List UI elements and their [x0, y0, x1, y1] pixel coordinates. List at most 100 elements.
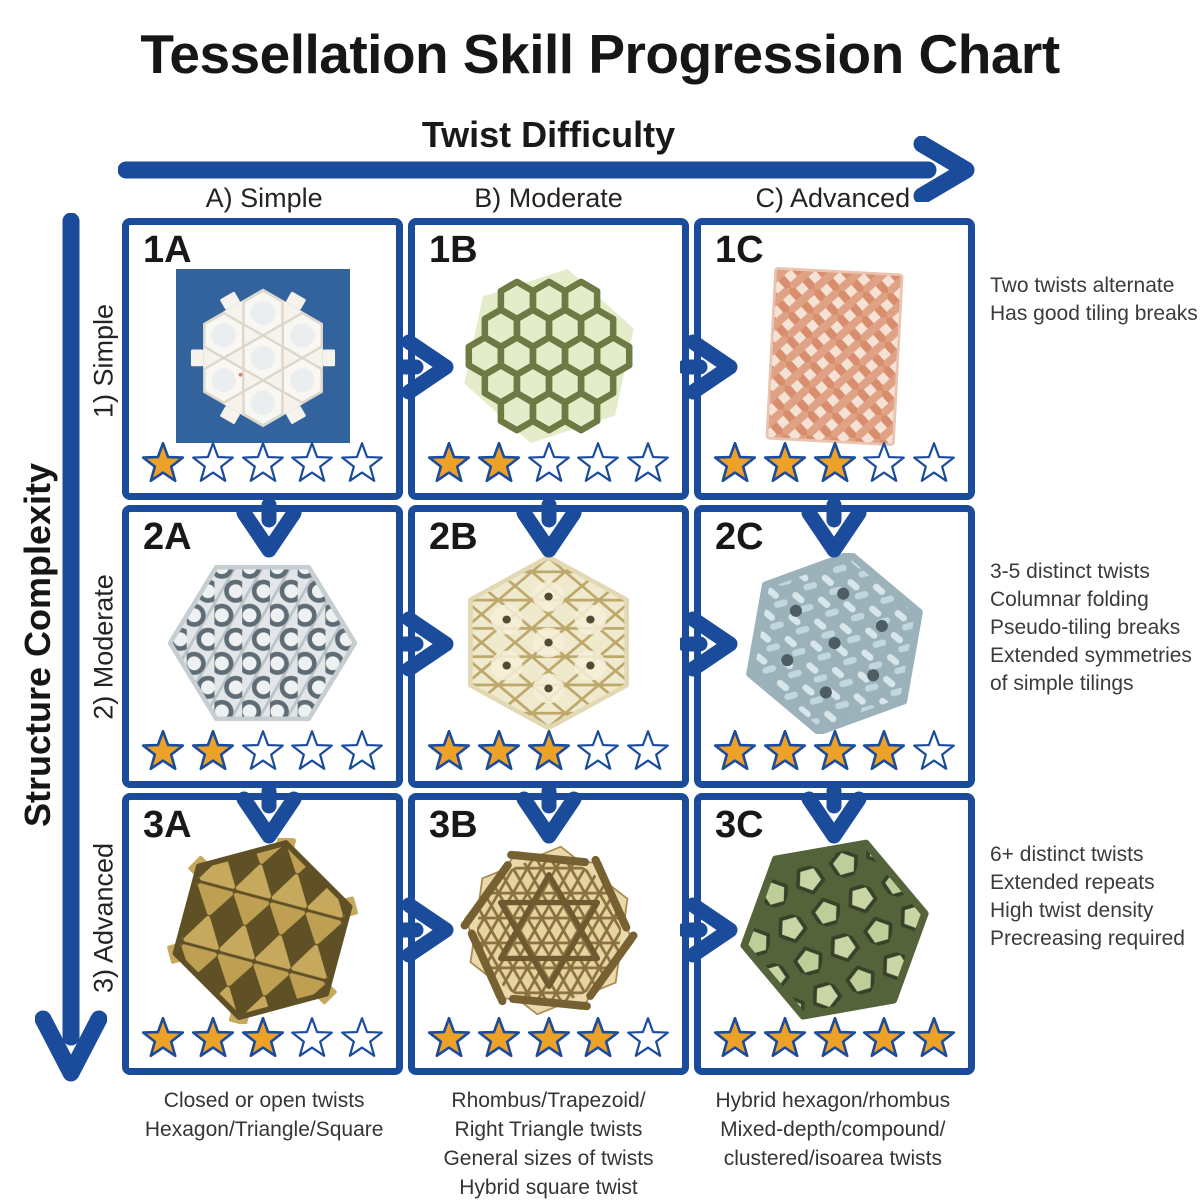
y-axis-title: Structure Complexity [17, 462, 58, 828]
star-filled-icon [527, 1016, 570, 1058]
star-empty-icon [341, 442, 383, 483]
flow-arrow-right-icon [393, 332, 458, 407]
y-axis-arrow-icon [35, 213, 107, 1082]
tessellation-image-1c [765, 266, 904, 446]
star-empty-icon [241, 442, 284, 483]
tessellation-image-2a [167, 565, 357, 722]
star-filled-icon [191, 729, 234, 770]
star-rating-3c [711, 1015, 958, 1063]
page-title: Tessellation Skill Progression Chart [140, 23, 1060, 85]
star-filled-icon [427, 729, 471, 770]
column-label-a: A) Simple [205, 183, 323, 213]
star-filled-icon [141, 1016, 185, 1058]
star-filled-icon [863, 729, 906, 770]
star-filled-icon [477, 729, 520, 770]
star-empty-icon [913, 442, 955, 483]
flow-arrow-right-icon [393, 895, 458, 970]
star-rating-1a [139, 440, 386, 488]
cell-1c: 1C [694, 218, 975, 501]
flow-arrow-right-icon [393, 609, 458, 684]
star-filled-icon [141, 729, 185, 770]
column-labels: A) Simple B) Moderate C) Advanced [122, 183, 975, 214]
flow-arrow-down-icon [799, 497, 869, 567]
star-filled-icon [813, 729, 856, 770]
column-note-c: Hybrid hexagon/rhombus Mixed-depth/compo… [715, 1089, 951, 1170]
star-empty-icon [341, 729, 383, 770]
star-filled-icon [427, 442, 471, 483]
flow-arrow-right-icon [677, 332, 742, 407]
cell-label: 2A [143, 516, 192, 559]
cell-label: 3A [143, 803, 192, 846]
star-empty-icon [527, 442, 570, 483]
cell-label: 2C [715, 516, 764, 559]
x-axis-title: Twist Difficulty [421, 114, 676, 155]
star-filled-icon [912, 1016, 956, 1058]
cell-label: 1C [715, 229, 764, 271]
star-rating-3b [425, 1015, 672, 1063]
star-filled-icon [713, 729, 757, 770]
star-empty-icon [627, 1017, 669, 1057]
cell-label: 3B [429, 803, 478, 846]
cell-label: 2B [429, 516, 478, 559]
star-rating-1b [425, 440, 672, 488]
flow-arrow-down-icon [234, 497, 304, 567]
cell-label: 1A [143, 229, 192, 271]
cell-1b: 1B [408, 218, 689, 501]
column-label-c: C) Advanced [755, 183, 911, 213]
star-filled-icon [477, 442, 520, 483]
star-rating-2c [711, 728, 958, 776]
cell-1a: 1A [122, 218, 403, 501]
x-axis-arrow-icon [118, 136, 975, 202]
star-rating-1c [711, 440, 958, 488]
cell-3b: 3B [408, 792, 689, 1075]
flow-arrow-down-icon [234, 783, 304, 853]
column-label-b: B) Moderate [474, 183, 623, 213]
star-empty-icon [627, 729, 669, 770]
row-label-2: 2) Moderate [88, 574, 119, 720]
star-filled-icon [577, 1016, 620, 1058]
flow-arrow-right-icon [677, 609, 742, 684]
star-filled-icon [763, 442, 806, 483]
row-note-1: Two twists alternate Has good tiling bre… [990, 274, 1198, 325]
star-empty-icon [291, 1017, 334, 1057]
star-empty-icon [913, 729, 955, 770]
star-filled-icon [241, 1016, 284, 1058]
star-empty-icon [191, 442, 234, 483]
star-filled-icon [191, 1016, 234, 1058]
star-filled-icon [863, 1016, 906, 1058]
star-filled-icon [141, 442, 185, 483]
tessellation-image-1a [175, 269, 350, 444]
star-rating-2b [425, 728, 672, 776]
tessellation-image-1b [463, 268, 634, 443]
star-empty-icon [241, 729, 284, 770]
tessellation-image-2b [467, 555, 629, 731]
row-note-3: 6+ distinct twists Extended repeats High… [990, 843, 1185, 950]
star-filled-icon [527, 729, 570, 770]
star-filled-icon [713, 442, 757, 483]
star-empty-icon [577, 442, 620, 483]
cell-label: 1B [429, 229, 478, 271]
row-label-1: 1) Simple [88, 303, 119, 419]
row-label-3: 3) Advanced [88, 842, 119, 994]
star-empty-icon [577, 729, 620, 770]
star-empty-icon [863, 442, 906, 483]
tessellation-image-3a [166, 837, 358, 1024]
column-note-a: Closed or open twists Hexagon/Triangle/S… [144, 1089, 384, 1141]
star-rating-2a [139, 728, 386, 776]
tessellation-image-3c [739, 839, 929, 1020]
row-note-2: 3-5 distinct twists Columnar folding Pse… [990, 560, 1192, 695]
star-empty-icon [291, 442, 334, 483]
star-filled-icon [713, 1016, 757, 1058]
star-empty-icon [341, 1017, 383, 1057]
tessellation-image-2c [745, 552, 923, 734]
cell-label: 3C [715, 803, 764, 846]
flow-arrow-down-icon [514, 497, 584, 567]
flow-arrow-down-icon [799, 783, 869, 853]
star-filled-icon [763, 1016, 806, 1058]
star-empty-icon [627, 442, 669, 483]
skill-matrix-grid: 1A [122, 218, 975, 1075]
tessellation-image-3b [450, 846, 648, 1016]
star-filled-icon [763, 729, 806, 770]
star-filled-icon [813, 1016, 856, 1058]
